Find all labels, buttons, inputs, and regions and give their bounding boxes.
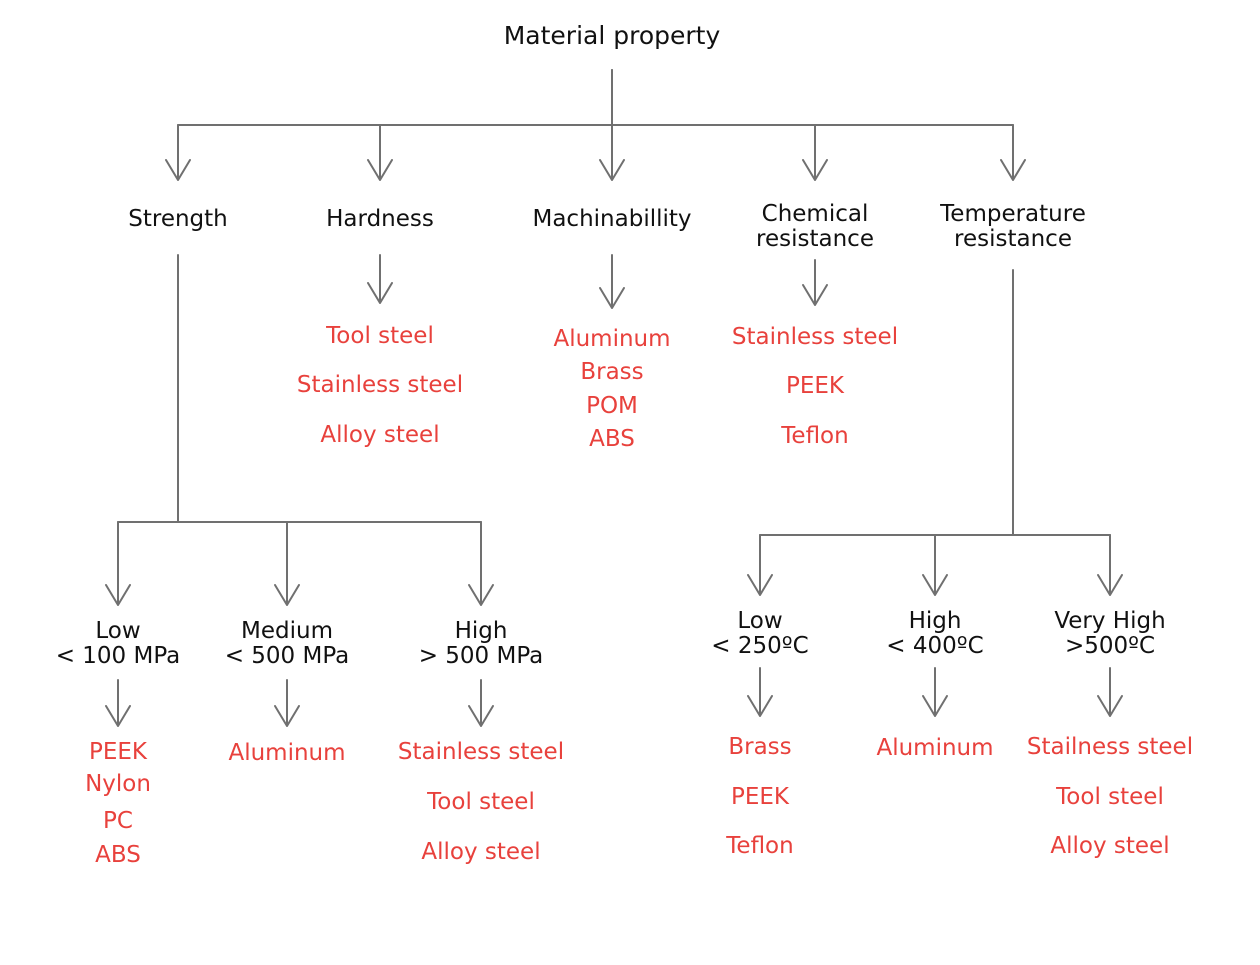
material-item: PEEK — [730, 784, 790, 810]
root-node: Material property — [503, 21, 721, 50]
material-item: Stainless steel — [731, 324, 899, 350]
material-item: Brass — [728, 734, 792, 760]
arrow-temp-high — [922, 534, 948, 596]
material-item: Aluminum — [228, 740, 346, 766]
temp-level-veryhigh-line1: Very High — [1054, 608, 1166, 634]
arrow-chemical-materials — [802, 259, 828, 306]
material-item: Brass — [580, 359, 644, 385]
arrow-machinability — [599, 69, 625, 181]
category-temperature-line1: Temperature — [940, 201, 1086, 227]
material-item: Stainless steel — [296, 372, 464, 398]
category-strength: Strength — [128, 206, 228, 232]
category-machinability: Machinabillity — [532, 206, 692, 232]
temp-level-veryhigh-line2: >500ºC — [1064, 633, 1156, 659]
arrow-machinability-materials — [599, 254, 625, 309]
material-item: Aluminum — [876, 735, 994, 761]
material-item: Tool steel — [427, 789, 535, 815]
strength-level-high-line1: High — [454, 618, 508, 644]
arrow-hardness — [367, 124, 393, 181]
material-item: Stailness steel — [1026, 734, 1194, 760]
arrow-strength-low-materials — [105, 679, 131, 727]
category-hardness: Hardness — [326, 206, 434, 232]
arrow-strength-medium-materials — [274, 679, 300, 727]
strength-connector — [117, 254, 482, 523]
material-item: PEEK — [785, 373, 845, 399]
material-item: Nylon — [85, 771, 151, 797]
arrow-temp-low — [747, 534, 773, 596]
material-item: Tool steel — [326, 323, 434, 349]
temp-level-high-line1: High — [908, 608, 962, 634]
arrow-strength-high — [468, 521, 494, 606]
category-chemical-line2: resistance — [756, 226, 874, 252]
temperature-connector — [759, 269, 1111, 536]
material-item: Aluminum — [553, 326, 671, 352]
material-item: Stainless steel — [397, 739, 565, 765]
arrow-strength-medium — [274, 521, 300, 606]
arrow-temp-high-materials — [922, 667, 948, 717]
arrow-temp-veryhigh — [1097, 534, 1123, 596]
temp-level-low-line2: < 250ºC — [711, 633, 809, 659]
strength-level-low-line1: Low — [95, 618, 141, 644]
temp-level-low-line1: Low — [737, 608, 783, 634]
arrow-temperature — [1000, 124, 1026, 181]
arrow-strength — [165, 124, 191, 181]
temp-level-high-line2: < 400ºC — [886, 633, 984, 659]
category-temperature-line2: resistance — [954, 226, 1072, 252]
root-connector — [177, 69, 1014, 126]
material-item: Tool steel — [1056, 784, 1164, 810]
arrow-hardness-materials — [367, 254, 393, 304]
material-item: Teflon — [726, 833, 794, 859]
arrow-chemical — [802, 124, 828, 181]
arrow-strength-high-materials — [468, 679, 494, 727]
material-item: Alloy steel — [1050, 833, 1170, 859]
material-item: ABS — [95, 842, 141, 868]
material-item: ABS — [589, 426, 635, 452]
arrow-strength-low — [105, 521, 131, 606]
material-item: Teflon — [781, 423, 849, 449]
strength-level-medium-line2: < 500 MPa — [224, 643, 350, 669]
strength-level-medium-line1: Medium — [241, 618, 333, 644]
material-item: PC — [103, 808, 133, 834]
material-item: Alloy steel — [320, 422, 440, 448]
material-item: Alloy steel — [421, 839, 541, 865]
material-item: PEEK — [88, 739, 148, 765]
strength-level-high-line2: > 500 MPa — [418, 643, 544, 669]
arrow-temp-veryhigh-materials — [1097, 667, 1123, 717]
category-chemical-line1: Chemical — [761, 201, 869, 227]
strength-level-low-line2: < 100 MPa — [55, 643, 181, 669]
material-item: POM — [586, 393, 638, 419]
arrow-temp-low-materials — [747, 667, 773, 717]
